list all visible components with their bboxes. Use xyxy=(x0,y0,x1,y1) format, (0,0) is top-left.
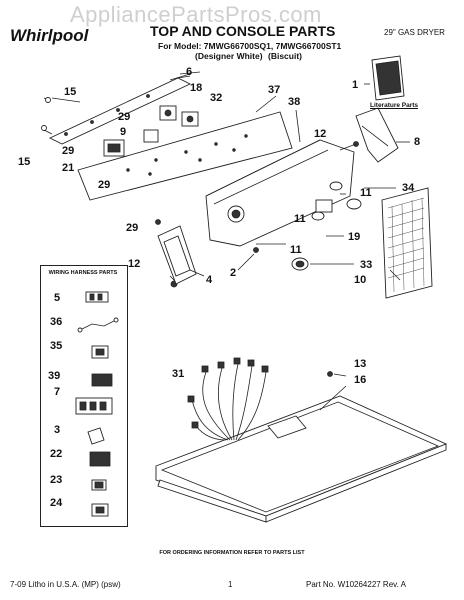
callout-18: 18 xyxy=(190,82,203,94)
callout-11a: 11 xyxy=(360,187,372,199)
callout-15b: 15 xyxy=(18,156,31,168)
callout-13: 13 xyxy=(354,358,367,370)
page-title: TOP AND CONSOLE PARTS xyxy=(150,23,336,39)
callout-29a: 29 xyxy=(118,111,131,123)
part-16-opening xyxy=(267,415,307,439)
callout-39: 39 xyxy=(48,370,61,382)
literature-parts-label: Literature Parts xyxy=(370,102,419,109)
ordering-note: FOR ORDERING INFORMATION REFER TO PARTS … xyxy=(159,550,305,556)
variant-white: (Designer White) xyxy=(195,51,263,61)
callout-10: 10 xyxy=(354,274,367,286)
callout-33: 33 xyxy=(360,259,373,271)
part-29-screw xyxy=(155,219,161,225)
callout-38: 38 xyxy=(288,96,301,108)
part-22-connector xyxy=(89,451,111,467)
callout-2: 2 xyxy=(230,267,237,279)
callout-36: 36 xyxy=(50,316,63,328)
callout-5: 5 xyxy=(54,292,61,304)
part-3-clip xyxy=(87,427,105,445)
part-31-wire-harness xyxy=(187,357,269,441)
part-5-connector xyxy=(85,291,109,303)
brand-logo: Whirlpool xyxy=(10,26,89,45)
callout-16: 16 xyxy=(354,374,367,386)
callout-7: 7 xyxy=(54,386,61,398)
part-29-clip xyxy=(143,129,159,143)
part-10-lint-screen xyxy=(381,187,433,299)
wiring-harness-box xyxy=(40,265,128,527)
page-number: 1 xyxy=(228,580,233,589)
model-line: For Model: 7MWG66700SQ1, 7MWG66700ST1 xyxy=(158,41,342,51)
callout-29b: 29 xyxy=(62,145,75,157)
part-36-jumper xyxy=(79,319,117,331)
part-13-screw xyxy=(327,371,333,377)
part-number: Part No. W10264227 Rev. A xyxy=(306,580,406,589)
part-15-screws xyxy=(41,97,53,135)
part-6-rear-bracket xyxy=(48,77,192,145)
callout-21: 21 xyxy=(62,162,75,174)
callout-22: 22 xyxy=(50,448,63,460)
litho-info: 7-09 Litho in U.S.A. (MP) (psw) xyxy=(10,580,121,589)
callout-24: 24 xyxy=(50,497,63,509)
callout-11b: 11 xyxy=(294,213,306,225)
callout-6: 6 xyxy=(186,66,193,78)
part-8-end-cap xyxy=(355,107,399,163)
part-34-knob xyxy=(346,198,362,210)
callout-12b: 12 xyxy=(128,258,141,270)
variant-biscuit: (Biscuit) xyxy=(268,51,302,61)
callout-11c: 11 xyxy=(290,244,302,256)
callout-29d: 29 xyxy=(126,222,139,234)
callout-23: 23 xyxy=(50,474,63,486)
callout-31: 31 xyxy=(172,368,185,380)
callout-34: 34 xyxy=(402,182,415,194)
callout-37: 37 xyxy=(268,84,281,96)
callout-12a: 12 xyxy=(314,128,327,140)
part-2-screw xyxy=(253,247,259,253)
watermark: AppliancePartsPros.com xyxy=(70,2,322,27)
part-19-indicator xyxy=(315,199,333,213)
dryer-type: 29" GAS DRYER xyxy=(384,28,445,37)
callout-35: 35 xyxy=(50,340,63,352)
callout-3: 3 xyxy=(54,424,61,436)
part-37-control-panel xyxy=(77,111,293,201)
callout-19: 19 xyxy=(348,231,361,243)
callout-1: 1 xyxy=(352,79,359,91)
callout-8: 8 xyxy=(414,136,421,148)
callout-4: 4 xyxy=(206,274,213,286)
callout-32: 32 xyxy=(210,92,223,104)
part-11-knob-a xyxy=(329,181,343,191)
callout-15a: 15 xyxy=(64,86,77,98)
wiring-harness-title: WIRING HARNESS PARTS xyxy=(48,270,118,276)
part-39-block xyxy=(91,373,113,387)
callout-29c: 29 xyxy=(98,179,111,191)
callout-9: 9 xyxy=(120,126,127,138)
